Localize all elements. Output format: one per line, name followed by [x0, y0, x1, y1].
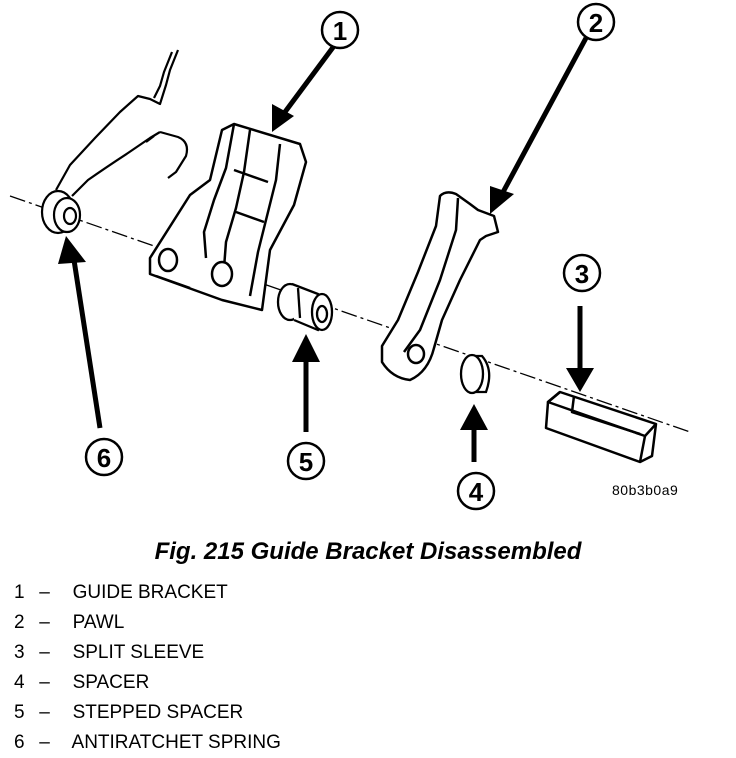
callout-2-number: 2 [589, 8, 603, 38]
callout-6-arrowhead [58, 236, 86, 264]
legend-label: PAWL [72, 612, 125, 633]
legend-separator: – [39, 732, 50, 753]
legend-separator: – [39, 582, 50, 603]
callout-5-arrowhead [292, 334, 320, 362]
callout-arrows [58, 36, 594, 462]
callout-4-number: 4 [469, 477, 484, 507]
legend-label: SPACER [72, 672, 150, 693]
callout-6-circle [84, 437, 124, 477]
legend-number: 2 [14, 612, 25, 633]
legend-label: STEPPED SPACER [72, 702, 244, 723]
legend-separator: – [39, 642, 50, 663]
callout-6-arrow [71, 259, 103, 429]
legend-label: ANTIRATCHET SPRING [71, 732, 281, 753]
legend-number: 6 [14, 732, 25, 753]
figure-title: Fig. 215 Guide Bracket Disassembled [154, 538, 582, 565]
callout-5-number: 5 [299, 447, 313, 477]
legend-label: GUIDE BRACKET [72, 582, 228, 603]
callout-5-circle [286, 441, 326, 481]
callout-3-arrowhead [566, 368, 594, 392]
antiratchet-spring-part [40, 49, 189, 235]
callout-4-circle [456, 471, 496, 511]
callout-3-number: 3 [575, 259, 589, 289]
callout-4-arrowhead [460, 404, 488, 430]
spacer-part [459, 353, 491, 395]
callout-2-circle [576, 2, 616, 42]
legend-item: 2 – PAWL [14, 608, 281, 638]
image-code: 80b3b0a9 [612, 482, 679, 498]
legend-number: 4 [14, 672, 25, 693]
legend-number: 5 [14, 702, 25, 723]
pawl-part [380, 191, 500, 382]
legend-number: 3 [14, 642, 25, 663]
callout-1-number: 1 [333, 16, 347, 46]
exploded-diagram: 1 2 3 4 5 6 [9, 2, 691, 511]
legend-separator: – [39, 702, 50, 723]
legend-separator: – [39, 612, 50, 633]
callout-1-arrow [279, 44, 337, 118]
callout-6-number: 6 [97, 443, 111, 473]
callout-2-arrowhead [490, 186, 514, 214]
callout-1-circle [320, 10, 360, 50]
callout-numbers: 1 2 3 4 5 6 [97, 8, 603, 507]
legend-item: 6 – ANTIRATCHET SPRING [14, 728, 281, 758]
split-sleeve-part [544, 390, 658, 464]
center-axis-line [9, 195, 691, 433]
guide-bracket-part [148, 122, 308, 312]
legend-number: 1 [14, 582, 25, 603]
callout-1-arrowhead [272, 104, 294, 132]
legend-list: 1 – GUIDE BRACKET 2 – PAWL 3 – SPLIT SLE… [14, 578, 281, 758]
callout-circles [84, 2, 616, 511]
legend-item: 5 – STEPPED SPACER [14, 698, 281, 728]
legend-separator: – [39, 672, 50, 693]
legend-item: 3 – SPLIT SLEEVE [14, 638, 281, 668]
stepped-spacer-part [276, 282, 334, 332]
callout-2-arrow [499, 36, 589, 196]
callout-3-circle [562, 253, 602, 293]
legend-label: SPLIT SLEEVE [72, 642, 205, 663]
legend-item: 4 – SPACER [14, 668, 281, 698]
legend-item: 1 – GUIDE BRACKET [14, 578, 281, 608]
